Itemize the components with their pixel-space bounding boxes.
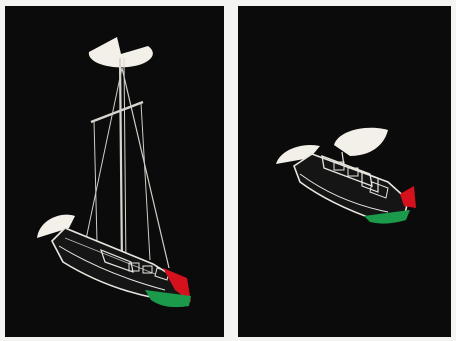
sailboat-panel [5, 6, 224, 337]
spreader [91, 102, 143, 122]
powerboat-hull [294, 154, 408, 220]
powerboat-panel [238, 6, 451, 337]
mast [120, 58, 122, 268]
sailboat-hull [52, 228, 185, 298]
masthead-light-beam [334, 128, 388, 156]
sailboat-illustration [5, 6, 224, 337]
powerboat-illustration [238, 6, 451, 337]
